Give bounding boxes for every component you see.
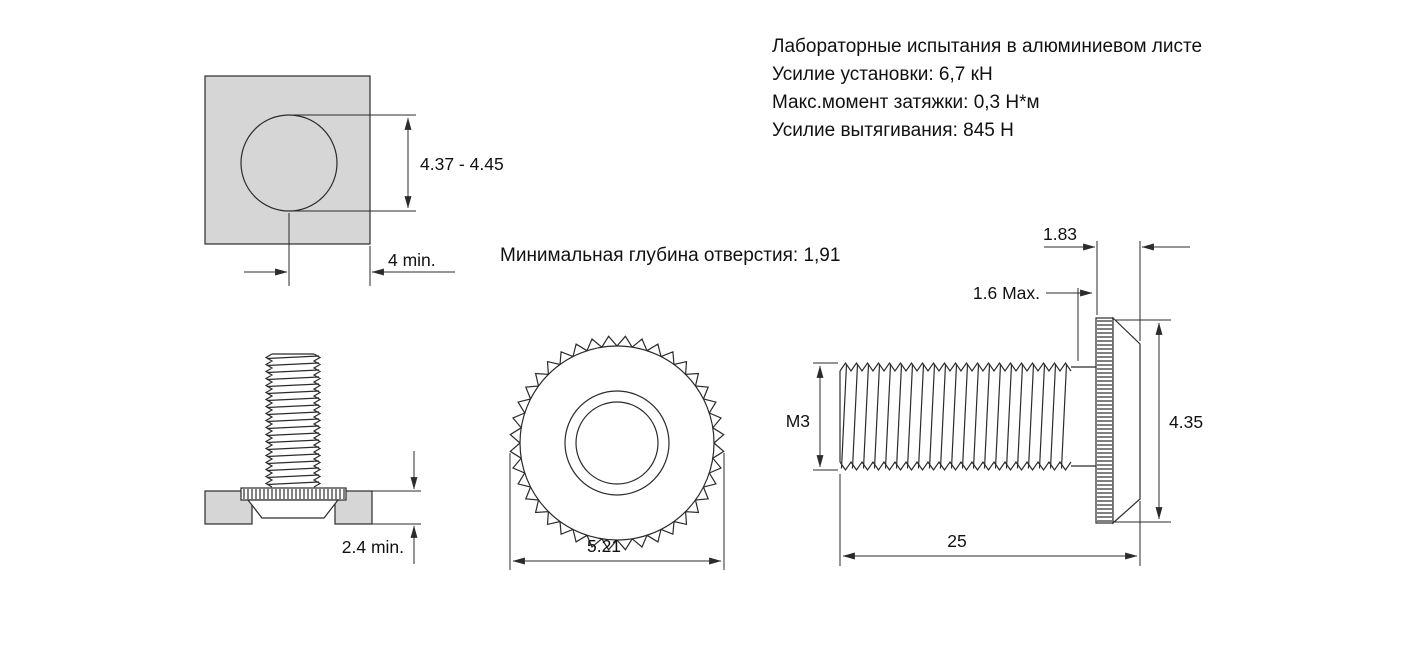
knurled-head-face [509,335,725,551]
dim-thread: M3 [786,411,810,431]
min-hole-depth-note: Минимальная глубина отверстия: 1,91 [500,245,841,266]
dim-head-height: 1.83 [1043,224,1077,244]
dim-shank-max: 1.6 Max. [973,283,1040,303]
install-force-note: Усилие установки: 6,7 кН [772,64,993,85]
threaded-shaft-vertical [264,353,322,488]
flush-head-section [246,499,340,519]
dim-head-diameter: 5.21 [587,536,621,556]
mounting-hole [240,114,338,212]
pullout-note: Усилие вытягивания: 845 Н [772,120,1014,141]
flush-head-profile [1112,316,1141,525]
threaded-shaft-horizontal [839,361,1072,472]
dim-flange-diameter: 4.35 [1169,412,1203,432]
lab-title: Лабораторные испытания в алюминиевом лис… [772,36,1203,57]
lab-test-notes: Лабораторные испытания в алюминиевом лис… [772,33,1202,145]
dim-length: 25 [947,531,966,551]
hole-face-view: 4.37 - 4.45 4 min. [204,75,504,286]
dim-hole-diameter: 4.37 - 4.45 [420,154,504,174]
torque-note: Макс.момент затяжки: 0,3 Н*м [772,92,1040,113]
knurl-ticks [243,489,345,499]
knurl-band-ticks [1097,320,1112,522]
stud-side-view: M3 4.35 25 1.83 1.6 Max. [786,224,1203,566]
head-top-view: 5.21 [509,335,725,570]
installed-stud-view: 2.4 min. [204,353,421,564]
dim-edge-min: 4 min. [388,250,436,270]
knurled-collar [240,487,347,501]
dim-sheet-min: 2.4 min. [342,537,404,557]
